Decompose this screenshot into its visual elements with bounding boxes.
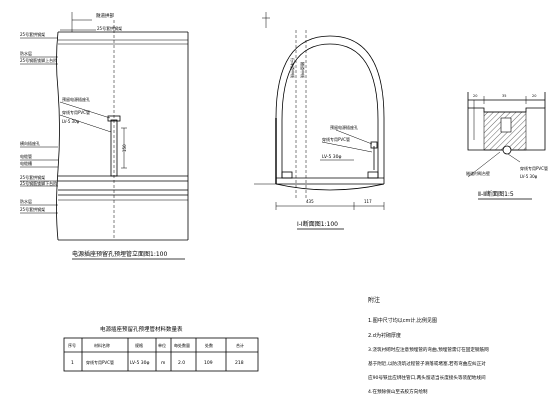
svg-text:25号钢筋锁脚下台阶: 25号钢筋锁脚下台阶: [20, 180, 57, 186]
svg-text:预留电源插座孔: 预留电源插座孔: [62, 96, 90, 102]
td-total: 218: [235, 360, 244, 366]
section2-label-pipe: 穿线专用PVC管: [520, 165, 548, 171]
svg-text:LV-5 30φ: LV-5 30φ: [62, 119, 80, 124]
elevation-pvc-pipe: [110, 119, 118, 177]
note-3: 3.浇筑衬砌时应注意预埋管的弯曲,预埋管需订在固定钢筋网: [368, 346, 489, 353]
th-count: 处数: [205, 342, 213, 348]
elevation-view: 隧道拱部 150 25号套拱钢架 25: [20, 12, 189, 260]
th-name: 材料名称: [94, 342, 110, 348]
section1-tunnel-label: 隧道中线: [300, 62, 306, 78]
table-title: 电源插座预留孔预埋管材料数量表: [100, 325, 183, 333]
note-3c: 应90号铁丝应绑住管口,两头留适当长度接头等装配地线间: [368, 374, 486, 381]
elevation-labels: 25号套拱钢架 25号套拱钢架 防水层 25号钢筋锁脚上台阶 预留电源插座孔 穿…: [20, 25, 122, 214]
td-qty: 2.0: [178, 360, 185, 366]
section1-label-spec: LV-5 30φ: [322, 154, 341, 160]
svg-text:电缆管: 电缆管: [20, 153, 32, 159]
svg-text:防水层: 防水层: [20, 198, 32, 204]
td-no: 1: [71, 360, 74, 366]
section2-dim-c: 20: [532, 94, 536, 98]
note-4: 4.在预除保山至去胶方向绘制: [368, 388, 428, 395]
elevation-top-label: 隧道拱部: [96, 12, 114, 19]
section1-lane-label: 行车道中线: [290, 58, 296, 78]
svg-text:25号套拱钢架: 25号套拱钢架: [20, 174, 45, 180]
section1-dim-435: 435: [306, 199, 314, 204]
svg-text:25号钢筋锁脚上台阶: 25号钢筋锁脚上台阶: [20, 57, 57, 63]
section2-title: Ⅱ-Ⅱ断面图1:5: [478, 190, 514, 198]
note-1: 1.图中尺寸均以cm计,比例见图: [368, 317, 437, 324]
svg-text:横向插座孔: 横向插座孔: [20, 140, 40, 146]
svg-text:防水层: 防水层: [20, 50, 32, 56]
elevation-title: 电源插座预留孔预埋管立面图1:100: [72, 250, 167, 258]
note-3b: 基于附近,以防浇筑过程管子滑落或堵塞,若有弯曲应纠正对: [368, 360, 486, 367]
section1-dim-117: 117: [364, 199, 372, 204]
svg-text:25号套拱钢架: 25号套拱钢架: [20, 31, 45, 37]
section1-label-socket: 预留电源插座孔: [330, 124, 358, 130]
th-qty: 每处数量: [174, 342, 190, 348]
notes-title: 附注: [368, 296, 380, 304]
section2-label-spec: LV-5 30φ: [520, 174, 538, 179]
elevation-dim-150: 150: [122, 144, 127, 152]
section2-dim-b: 35: [502, 94, 506, 98]
svg-text:电缆槽: 电缆槽: [20, 160, 32, 166]
th-spec: 规格: [135, 342, 143, 348]
section2-label-wall: 隧道衬砌台壁: [466, 170, 490, 176]
material-table: 电源插座预留孔预埋管材料数量表 序号 材料名称 规格 单位 每处数量 处数 合计…: [63, 325, 259, 372]
section1-title: Ⅰ-Ⅰ断面图1:100: [297, 220, 338, 228]
th-total: 合计: [236, 342, 244, 348]
section2-pipe: [502, 145, 512, 155]
notes-block: 附注 1.图中尺寸均以cm计,比例见图 2.d为衬砌厚度 3.浇筑衬砌时应注意预…: [368, 296, 489, 395]
svg-text:25号套拱钢架: 25号套拱钢架: [20, 206, 45, 212]
th-no: 序号: [68, 342, 76, 348]
td-count: 109: [204, 360, 213, 366]
section-1-view: 行车道中线 隧道中线 预留电源插座孔 穿线专用PVC管 LV-5 30φ: [254, 12, 385, 230]
td-unit: m: [161, 361, 165, 366]
td-name: 穿线专用PVC管: [86, 359, 114, 365]
section1-label-pipe: 穿线专用PVC管: [322, 136, 350, 142]
svg-text:25号套拱钢架: 25号套拱钢架: [97, 25, 122, 31]
th-unit: 单位: [158, 342, 166, 348]
note-2: 2.d为衬砌厚度: [368, 332, 401, 339]
section-2-view: 20 35 20 隧道衬砌台壁 穿线专用PVC管 LV-5 30φ Ⅱ-Ⅱ断面图…: [466, 92, 548, 200]
section2-dim-a: 20: [473, 94, 477, 98]
td-spec: LV-5 30φ: [130, 360, 149, 366]
svg-text:穿线专用PVC管: 穿线专用PVC管: [62, 109, 90, 115]
